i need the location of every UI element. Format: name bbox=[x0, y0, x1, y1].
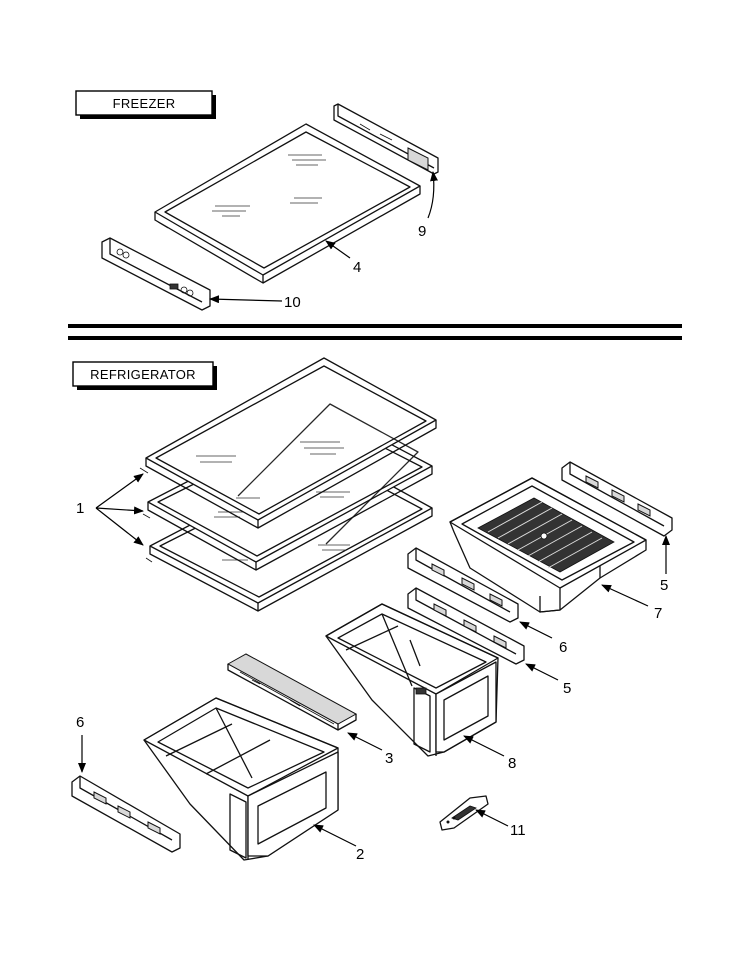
callout-5-middle: 5 bbox=[525, 663, 571, 697]
callout-8-label: 8 bbox=[508, 755, 516, 772]
freezer-side-rail bbox=[333, 103, 439, 175]
deli-drawer-ribs bbox=[477, 497, 615, 573]
callout-11: 11 bbox=[475, 809, 526, 839]
callout-6-left: 6 bbox=[76, 714, 86, 773]
refrigerator-section: REFRIGERATOR bbox=[71, 357, 673, 863]
callout-9-label: 9 bbox=[418, 223, 426, 240]
callout-5-top-label: 5 bbox=[660, 577, 668, 594]
callout-7: 7 bbox=[601, 584, 662, 622]
freezer-section: FREEZER bbox=[75, 90, 439, 311]
callout-10-label: 10 bbox=[284, 294, 301, 311]
deli-drawer bbox=[449, 477, 647, 613]
callout-5-middle-label: 5 bbox=[563, 680, 571, 697]
middle-shelf-rail-lower bbox=[407, 587, 525, 665]
callout-5-top: 5 bbox=[660, 535, 670, 594]
refrigerator-label-text: REFRIGERATOR bbox=[90, 367, 196, 382]
callout-2: 2 bbox=[313, 824, 364, 863]
callout-6-middle: 6 bbox=[519, 621, 567, 656]
callout-9: 9 bbox=[418, 171, 439, 240]
freezer-shelf-glare bbox=[212, 154, 326, 217]
left-crisper-drawer bbox=[143, 697, 339, 861]
callout-4-label: 4 bbox=[353, 259, 361, 276]
callout-10: 10 bbox=[209, 294, 301, 311]
callout-3-label: 3 bbox=[385, 750, 393, 767]
middle-shelf-rail-upper bbox=[407, 547, 519, 623]
freezer-glass-shelf bbox=[154, 123, 421, 284]
refrigerator-shelf-top bbox=[139, 357, 437, 545]
callout-2-label: 2 bbox=[356, 846, 364, 863]
callout-6-left-label: 6 bbox=[76, 714, 84, 731]
callout-4: 4 bbox=[325, 240, 361, 276]
callout-7-label: 7 bbox=[654, 605, 662, 622]
refrigerator-section-label: REFRIGERATOR bbox=[72, 361, 217, 390]
freezer-label-text: FREEZER bbox=[113, 96, 176, 111]
right-shelf-rail-top bbox=[561, 461, 673, 537]
callout-1-label: 1 bbox=[76, 500, 84, 517]
callout-11-label: 11 bbox=[510, 822, 526, 839]
callout-3: 3 bbox=[347, 732, 393, 767]
callout-6-middle-label: 6 bbox=[559, 639, 567, 656]
freezer-front-rail bbox=[101, 237, 211, 311]
callout-1: 1 bbox=[76, 473, 144, 546]
left-shelf-rail bbox=[71, 775, 181, 853]
crisper-cover bbox=[226, 653, 358, 731]
section-divider bbox=[68, 324, 682, 340]
freezer-section-label: FREEZER bbox=[75, 90, 216, 119]
humidity-control bbox=[439, 795, 489, 831]
callout-8: 8 bbox=[463, 735, 516, 772]
